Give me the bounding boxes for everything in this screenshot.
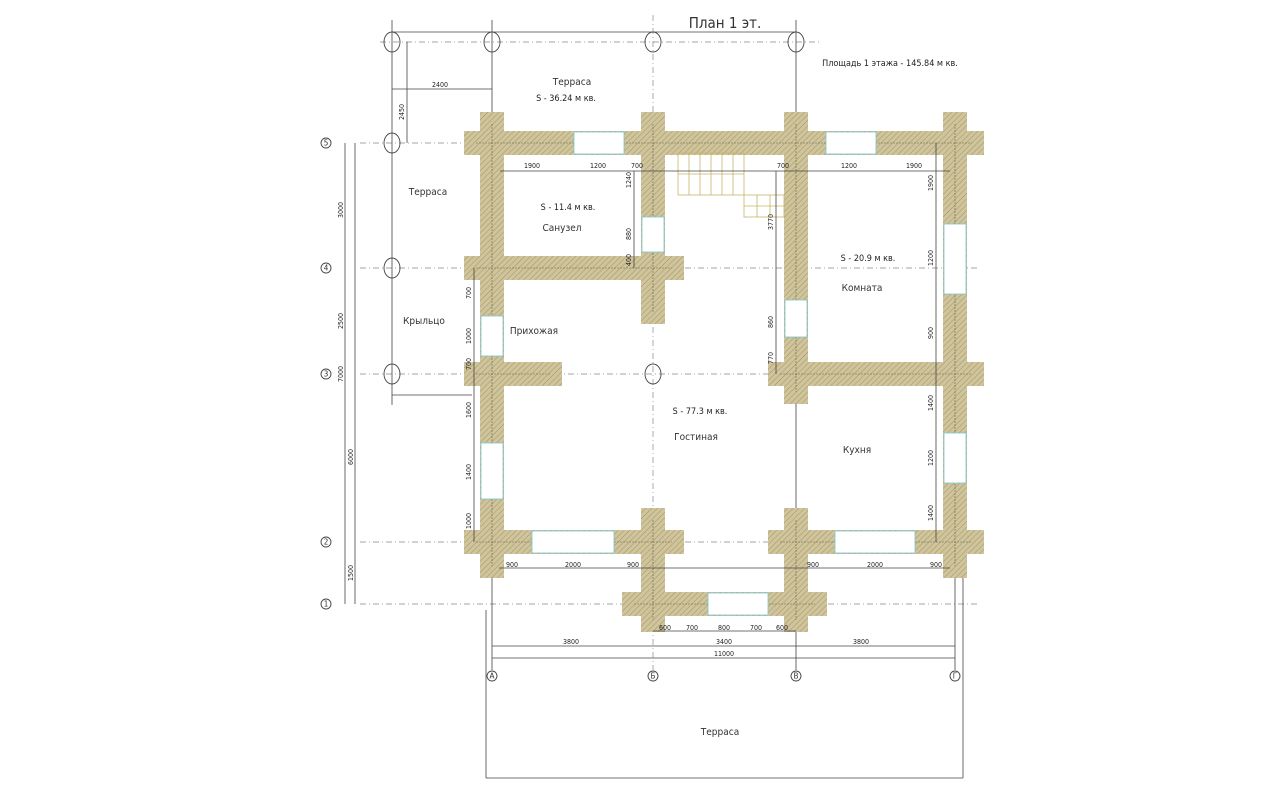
window [825, 131, 877, 155]
door [641, 216, 665, 253]
axis-label-column: В [794, 672, 799, 681]
dimension-labels: 2400 2450 1900 1200 700 1240 700 1200 19… [337, 81, 942, 658]
room-area-bedroom: S - 20.9 м кв. [841, 254, 896, 264]
dim-label: 1600 [465, 402, 473, 418]
room-area-terrace-top: S - 36.24 м кв. [536, 94, 596, 104]
grid-axes [360, 15, 980, 779]
window [531, 530, 615, 554]
dim-label: 1900 [927, 175, 935, 191]
dim-label: 600 [659, 624, 671, 632]
dimension-lines [344, 42, 955, 659]
total-area: Площадь 1 этажа - 145.84 м кв. [822, 59, 958, 69]
dim-label: 3800 [563, 638, 579, 646]
axis-markers: А Б В Г 5 4 3 2 1 [320, 137, 961, 682]
dim-label: 2500 [337, 313, 345, 329]
room-area-living: S - 77.3 м кв. [673, 407, 728, 417]
room-name-kitchen: Кухня [843, 445, 871, 456]
dim-label: 2400 [432, 81, 448, 89]
dim-label: 3400 [716, 638, 732, 646]
axis-label-row: 2 [324, 538, 329, 547]
axis-label-column: А [490, 672, 495, 681]
axis-label-row: 5 [324, 139, 329, 148]
dim-label: 900 [627, 561, 639, 569]
room-name-bathroom: Санузел [542, 223, 581, 234]
dim-label: 800 [718, 624, 730, 632]
window [573, 131, 625, 155]
room-name-terrace-bottom: Терраса [700, 727, 739, 738]
dim-label: 2000 [867, 561, 883, 569]
dim-label: 700 [686, 624, 698, 632]
window [943, 432, 967, 484]
dim-label: 1400 [465, 464, 473, 480]
room-name-living: Гостиная [674, 432, 718, 443]
room-name-hall: Прихожая [510, 326, 558, 337]
dim-label: 860 [767, 316, 775, 328]
door [784, 299, 808, 338]
dim-label: 1200 [927, 250, 935, 266]
dim-label: 700 [631, 162, 643, 170]
axis-label-row: 4 [324, 264, 329, 273]
dim-label: 1400 [927, 395, 935, 411]
dim-label: 900 [927, 327, 935, 339]
axis-label-row: 3 [324, 370, 329, 379]
room-name-porch: Крыльцо [403, 316, 445, 327]
dim-label: 1900 [906, 162, 922, 170]
door [480, 315, 504, 357]
dim-label: 1500 [347, 565, 355, 581]
axis-label-row: 1 [324, 600, 329, 609]
dim-label: 400 [625, 254, 633, 266]
axis-label-column: Г [953, 672, 957, 681]
dim-label: 600 [776, 624, 788, 632]
dim-label: 7000 [337, 366, 345, 382]
plan-title: План 1 эт. [689, 14, 762, 32]
dim-label: 700 [750, 624, 762, 632]
dim-label: 1200 [590, 162, 606, 170]
dim-label: 1200 [841, 162, 857, 170]
window [480, 442, 504, 500]
dim-label: 700 [465, 358, 473, 370]
dim-label: 1000 [465, 328, 473, 344]
dim-label: 6000 [347, 449, 355, 465]
dim-label: 770 [767, 352, 775, 364]
staircase [677, 152, 785, 218]
entrance-door [707, 592, 769, 616]
dim-label: 1900 [524, 162, 540, 170]
room-name-bedroom: Комната [842, 283, 883, 294]
dim-label: 1400 [927, 505, 935, 521]
window [943, 223, 967, 295]
dim-label: 900 [807, 561, 819, 569]
room-name-terrace-left: Терраса [408, 187, 447, 198]
dim-label: 1240 [625, 172, 633, 188]
openings [480, 131, 967, 616]
dim-label: 700 [465, 287, 473, 299]
dim-label: 1200 [927, 450, 935, 466]
dim-label: 700 [777, 162, 789, 170]
dim-label: 2000 [565, 561, 581, 569]
dim-label: 1000 [465, 513, 473, 529]
dim-label: 900 [930, 561, 942, 569]
axis-label-column: Б [651, 672, 656, 681]
terrace-posts [383, 31, 805, 385]
dim-label: 900 [506, 561, 518, 569]
room-area-bathroom: S - 11.4 м кв. [541, 203, 596, 213]
window [834, 530, 916, 554]
dim-label: 11000 [714, 650, 734, 658]
dim-label: 880 [625, 228, 633, 240]
dim-label: 3770 [767, 214, 775, 230]
dim-label: 2450 [398, 104, 406, 120]
room-name-terrace-top: Терраса [552, 77, 591, 88]
dim-label: 3000 [337, 202, 345, 218]
dim-label: 3800 [853, 638, 869, 646]
